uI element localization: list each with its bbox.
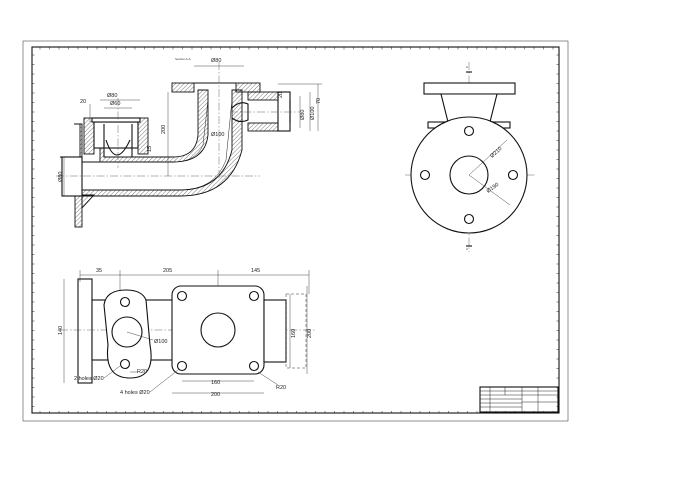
label-large-holes: 4 holes Ø20: [120, 390, 150, 396]
section-mark-top: A: [466, 65, 468, 69]
title-block: [479, 386, 559, 413]
dim-pipe-height: 200: [161, 125, 167, 134]
border-tick-marks: [32, 47, 559, 413]
dim-mid-length: 205: [163, 268, 172, 274]
label-corner-radius: R20: [276, 385, 286, 391]
dim-bend-radius: 15: [147, 146, 153, 152]
dim-socket-inner: Ø60: [110, 101, 120, 107]
dim-plate-width: 200: [211, 392, 220, 398]
top-view: Ø100 35 205 145 140 160 200 160 200 2 ho…: [58, 268, 315, 398]
dim-outlet-flange-thk: 20: [278, 92, 284, 98]
label-small-radius: R20: [137, 369, 147, 375]
sheet-frame: [22, 40, 569, 422]
dim-top-flange-dia: Ø80: [211, 58, 221, 64]
dim-left-offset: 35: [96, 268, 102, 274]
dim-plate-height-outer: 200: [307, 329, 313, 338]
dim-socket-thk: 20: [80, 99, 86, 105]
dim-outlet-dia-2: Ø100: [310, 107, 316, 120]
dim-top-bore: Ø100: [154, 339, 167, 345]
section-view: Section A-A Ø80: [56, 57, 322, 228]
dim-socket-outer: Ø80: [107, 93, 117, 99]
side-view: A A Ø210 Ø190: [405, 62, 535, 252]
dim-inlet-dia: Ø80: [58, 172, 64, 182]
dim-left-height: 140: [58, 326, 64, 335]
section-mark-bottom: A: [466, 247, 468, 251]
dim-bolt-spacing: 160: [211, 380, 220, 386]
dim-bend-dia: Ø100: [211, 132, 224, 138]
section-title: Section A-A: [175, 57, 191, 61]
dim-outlet-height: 70: [316, 98, 322, 104]
dim-plate-height-inner: 160: [291, 329, 297, 338]
dim-right-length: 145: [251, 268, 260, 274]
label-small-holes: 2 holes Ø20: [74, 376, 104, 382]
dim-outlet-dia-1: Ø80: [300, 110, 306, 120]
